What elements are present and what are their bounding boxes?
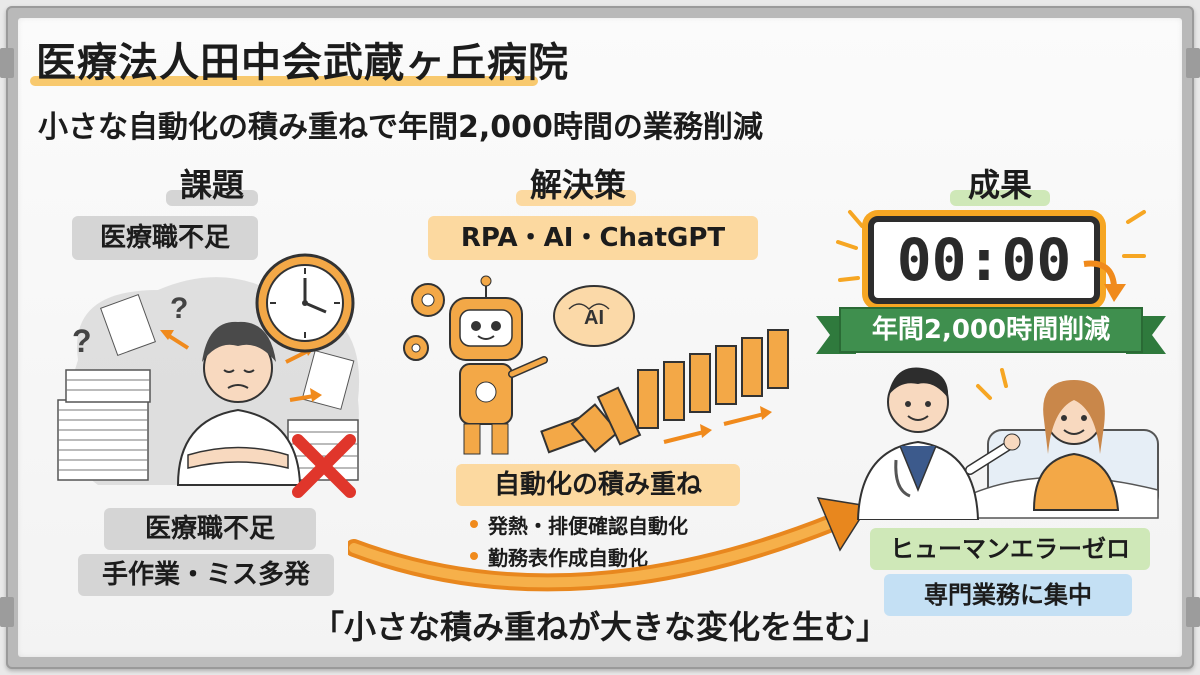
board-clip bbox=[1186, 597, 1200, 627]
board-clip bbox=[0, 48, 14, 78]
result-banner-ribbon bbox=[816, 307, 1166, 354]
board-clip bbox=[0, 597, 14, 627]
gear-icon bbox=[411, 283, 445, 317]
question-mark-icon: ? bbox=[72, 323, 92, 359]
result-line-2: 専門業務に集中 bbox=[884, 574, 1132, 616]
footer-quote: 「小さな積み重ねが大きな変化を生む」 bbox=[311, 608, 888, 646]
paper-stack-left bbox=[57, 369, 151, 481]
error-x-icon bbox=[292, 434, 356, 498]
flying-paper bbox=[100, 294, 156, 356]
solution-heading-highlight bbox=[516, 190, 636, 206]
question-mark-icon: ? bbox=[170, 292, 188, 325]
solution-tag: RPA・AI・ChatGPT bbox=[428, 216, 758, 260]
result-banner: 年間2,000時間削減 bbox=[871, 315, 1111, 345]
sparkle-rays bbox=[836, 210, 1146, 282]
solution-illustration: AI bbox=[403, 275, 789, 455]
stethoscope-icon bbox=[894, 459, 911, 498]
page-title: 医療法人田中会武蔵ヶ丘病院 bbox=[36, 40, 569, 86]
doctor-figure bbox=[856, 367, 1021, 520]
gear-icon bbox=[403, 335, 429, 361]
solution-list: 発熱・排便確認自動化 勤務表作成自動化 bbox=[470, 508, 688, 572]
title-underline bbox=[30, 76, 538, 86]
problem-line-2: 手作業・ミス多発 bbox=[78, 554, 334, 596]
stress-arrow bbox=[289, 394, 315, 402]
big-progress-arrow bbox=[348, 497, 870, 592]
timer-value: 00:00 bbox=[896, 226, 1072, 294]
robot-figure bbox=[449, 275, 548, 455]
whiteboard: 医療法人田中会武蔵ヶ丘病院 小さな自動化の積み重ねで年間2,000時間の業務削減… bbox=[18, 18, 1182, 657]
result-line-1: ヒューマンエラーゼロ bbox=[870, 528, 1150, 570]
timer-arrow-icon bbox=[1083, 260, 1126, 302]
result-heading-highlight bbox=[950, 190, 1050, 206]
board-clip bbox=[1186, 48, 1200, 78]
ai-brain-icon: AI bbox=[553, 285, 635, 347]
problem-tag: 医療職不足 bbox=[72, 216, 258, 260]
dominoes bbox=[540, 329, 789, 454]
problem-heading: 課題 bbox=[179, 166, 244, 204]
timer-display: 00:00 bbox=[868, 216, 1100, 304]
bullet-icon bbox=[470, 552, 478, 560]
page-subtitle: 小さな自動化の積み重ねで年間2,000時間の業務削減 bbox=[38, 110, 763, 145]
progress-arrow bbox=[663, 430, 705, 444]
nurse-figure bbox=[176, 321, 302, 486]
clock-icon bbox=[255, 253, 355, 353]
sparkle-rays bbox=[976, 368, 1008, 400]
solution-item: 勤務表作成自動化 bbox=[470, 540, 688, 572]
solution-item: 発熱・排便確認自動化 bbox=[470, 508, 688, 540]
solution-caption: 自動化の積み重ね bbox=[456, 464, 740, 506]
patient-figure bbox=[1032, 380, 1120, 511]
problem-heading-highlight bbox=[166, 190, 258, 206]
problem-line-1: 医療職不足 bbox=[104, 508, 316, 550]
progress-arrow bbox=[723, 412, 765, 426]
ai-label: AI bbox=[584, 307, 604, 329]
result-illustration bbox=[856, 367, 1159, 520]
result-heading: 成果 bbox=[967, 166, 1032, 204]
bullet-icon bbox=[470, 520, 478, 528]
solution-heading: 解決策 bbox=[529, 166, 626, 204]
